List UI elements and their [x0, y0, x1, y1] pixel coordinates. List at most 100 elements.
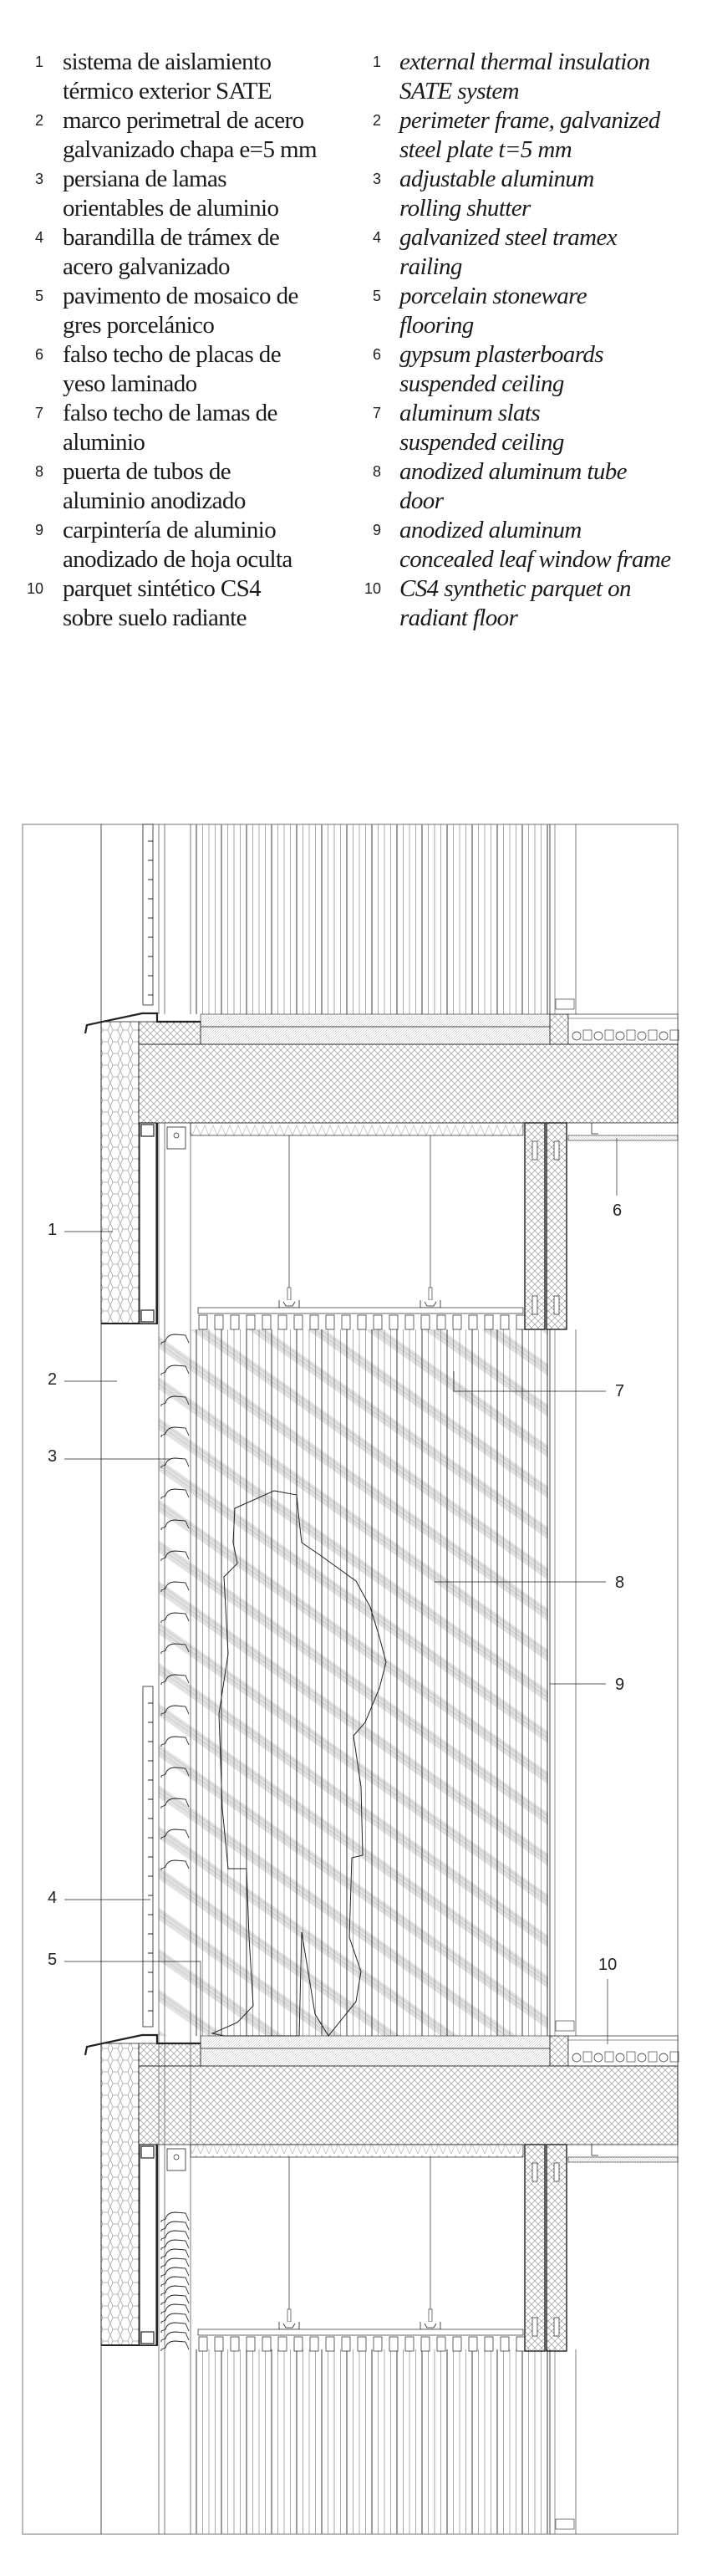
radiant-pipe — [593, 2053, 603, 2063]
callout-shutter: 3 — [48, 1447, 57, 1466]
shutter-lamella — [160, 2285, 190, 2296]
shutter-lamella — [160, 1674, 190, 1685]
shutter-lamella — [160, 1334, 190, 1344]
ceiling-slat — [516, 2336, 526, 2352]
ceiling-slat — [277, 2336, 287, 2352]
shutter-lamella — [160, 1859, 190, 1870]
hanger-rod — [287, 2308, 292, 2323]
callout-parquet: 10 — [598, 1956, 617, 1974]
radiant-pipe — [572, 2053, 582, 2063]
legend-number: 4 — [34, 229, 43, 246]
ceiling-slat — [420, 2336, 430, 2352]
slab-edge — [138, 1021, 201, 1045]
sill-flashing — [84, 1012, 201, 1034]
partition-slot — [553, 2162, 560, 2182]
legend-number: 8 — [34, 463, 43, 480]
legend-line: sistema de aislamiento — [63, 48, 272, 75]
plasterboard-ceiling — [190, 2144, 524, 2158]
ceiling-slat — [277, 1314, 287, 1330]
ceiling-slat — [214, 2336, 224, 2352]
radiant-floor-parquet — [567, 1013, 679, 1045]
legend-number: 6 — [372, 346, 381, 363]
shutter-lamella — [160, 2294, 190, 2305]
legend-number: 10 — [26, 580, 43, 597]
frame-profile — [140, 1124, 155, 1137]
perimeter-steel-frame — [101, 2145, 158, 2346]
ceiling-clip — [420, 1300, 441, 1308]
partition-slot — [531, 2162, 538, 2182]
shutter-lamella — [160, 1365, 190, 1375]
radiant-pipe — [615, 1031, 625, 1041]
legend-line: galvanizado chapa e=5 mm — [63, 136, 318, 163]
legend-number: 6 — [34, 346, 43, 363]
legend-line: CS4 synthetic parquet on — [399, 575, 632, 602]
legend-number: 7 — [372, 405, 381, 421]
legend-line: orientables de aluminio — [63, 195, 279, 222]
legend-line: radiant floor — [399, 604, 518, 631]
shutter-lamella — [160, 1612, 190, 1623]
ceiling-slat — [230, 2336, 240, 2352]
legend-line: puerta de tubos de — [63, 458, 231, 485]
radiant-pipe — [637, 1031, 647, 1041]
partition-slot — [531, 1295, 538, 1315]
legend-line: gypsum plasterboards — [399, 341, 604, 368]
radiant-pipe — [593, 1031, 603, 1041]
callout-slat_ceiling: 7 — [615, 1382, 624, 1400]
partition-slot — [531, 1140, 538, 1160]
ceiling-slat — [484, 1314, 494, 1330]
hanger-rod — [428, 1287, 433, 1301]
legend-number: 5 — [34, 288, 43, 304]
slab-edge — [138, 2043, 201, 2067]
plasterboard-ceiling — [190, 1122, 524, 1136]
legend-line: persiana de lamas — [63, 166, 227, 192]
ceiling-slat — [468, 2336, 478, 2352]
ceiling-slat — [389, 2336, 399, 2352]
legend-line: aluminum slats — [399, 400, 541, 426]
legend-line: aluminio anodizado — [63, 487, 246, 514]
callout-plaster_ceiling: 6 — [613, 1201, 622, 1220]
slat-carrier — [197, 1307, 524, 1314]
legend-number: 10 — [364, 580, 381, 597]
shutter-lamella — [160, 1426, 190, 1437]
shutter-frame — [139, 1122, 157, 1324]
shutter-lamella — [160, 1395, 190, 1406]
ceiling-slat — [452, 1314, 462, 1330]
radiant-pipe — [572, 1031, 582, 1041]
legend-line: anodized aluminum — [399, 517, 582, 543]
shutter-lamella — [160, 1829, 190, 1839]
ceiling-slat — [468, 1314, 478, 1330]
sill-flashing — [84, 2033, 201, 2056]
frame-profile — [140, 2331, 155, 2344]
radiant-panel-slot — [582, 2051, 592, 2063]
sate-insulation — [100, 2043, 140, 2346]
legend-number: 2 — [372, 112, 381, 129]
radiant-panel-slot — [626, 2051, 636, 2063]
legend-line: yeso laminado — [63, 370, 197, 397]
legend-line: parquet sintético CS4 — [63, 575, 262, 602]
ceiling-slat — [357, 2336, 367, 2352]
legend-line: aluminio — [63, 429, 145, 456]
concrete-slab — [138, 1043, 679, 1124]
porcelain-flooring — [200, 2035, 551, 2049]
floor-screed — [200, 1026, 551, 1045]
ceiling-clip — [278, 2322, 300, 2330]
ceiling-slat — [404, 1314, 414, 1330]
threshold-block — [549, 1013, 569, 1045]
callout-railing: 4 — [48, 1889, 57, 1907]
legend-line: porcelain stoneware — [399, 283, 587, 309]
callout-window: 9 — [615, 1676, 624, 1694]
legend-line: steel plate t=5 mm — [399, 136, 572, 163]
ceiling-slat — [262, 2336, 272, 2352]
radiant-panel-slot — [648, 1029, 658, 1041]
legend-line: external thermal insulation — [399, 48, 650, 75]
shutter-lamella — [160, 2267, 190, 2278]
partition-slot — [553, 2317, 560, 2337]
ceiling-slat — [198, 1314, 208, 1330]
